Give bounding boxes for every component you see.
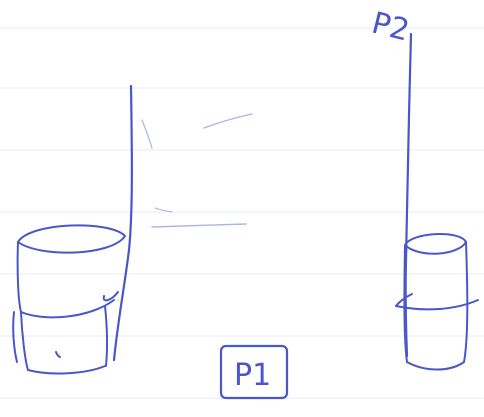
upper-connector-stroke <box>204 114 252 128</box>
right-cylinder <box>396 234 478 369</box>
upper-connector-tick <box>142 120 152 148</box>
left-label: P1 <box>234 358 271 393</box>
right-label: P2 <box>368 6 413 49</box>
paper-ruling <box>0 28 484 398</box>
left-cylinder <box>13 225 125 373</box>
lower-connector-stroke <box>152 224 246 227</box>
lower-connector-tick <box>155 208 172 212</box>
left-vertical-line <box>114 86 132 360</box>
